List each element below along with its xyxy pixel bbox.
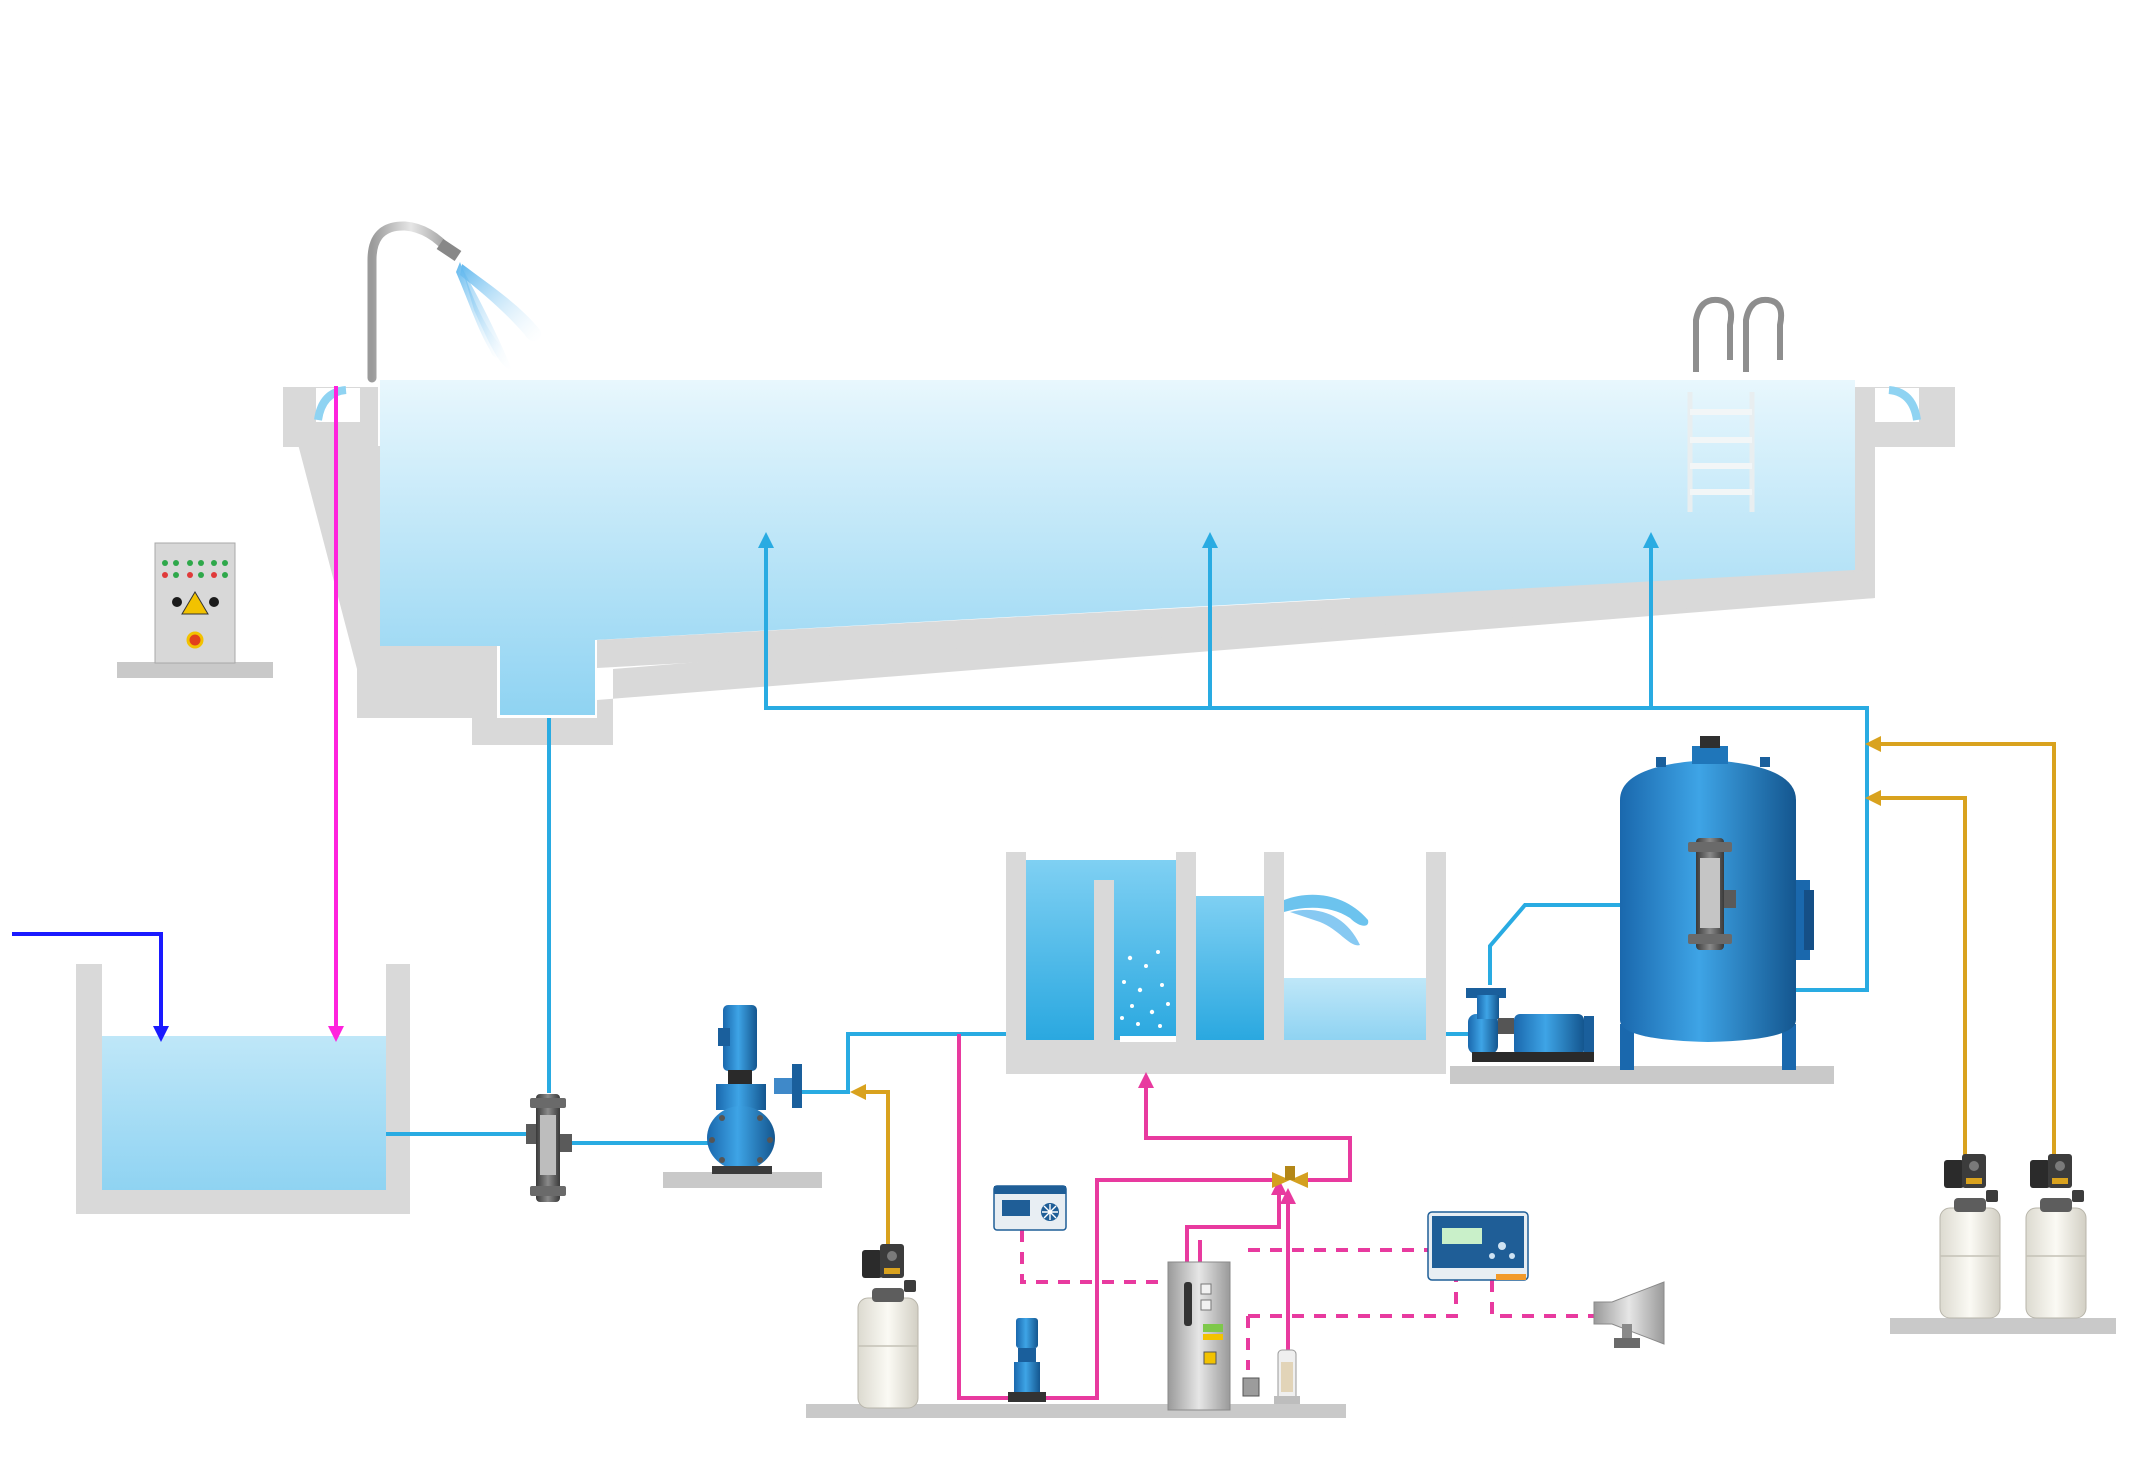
ozone-destructor: [1274, 1349, 1300, 1404]
circulation-pump: [663, 1005, 822, 1188]
ozone-contact-tank: [1006, 852, 1446, 1074]
indicator-lights: [162, 560, 228, 578]
inline-strainer: [526, 1094, 572, 1202]
ozone-injector-icon: [1272, 1166, 1308, 1188]
water-feature: [367, 221, 542, 383]
ozone-booster-pump: [1008, 1318, 1046, 1402]
dosing-lines: [850, 736, 2056, 1275]
signal-lines: [1020, 1230, 1594, 1370]
warning-sign-icon: [181, 591, 209, 615]
balance-tank: [76, 964, 410, 1214]
fresh-water-inlet: [12, 932, 169, 1042]
pool-controller: [1427, 1211, 1529, 1281]
emergency-stop-icon: [186, 631, 204, 649]
ozone-sensor: [1242, 1377, 1260, 1397]
alarm-horn-icon: [1593, 1281, 1665, 1348]
ozone-lines: [957, 1034, 1352, 1400]
ozone-monitor: [993, 1185, 1067, 1231]
filter-valve: [1688, 838, 1736, 950]
ozone-bubbles: [1120, 950, 1170, 1028]
dosing-stations: [857, 1153, 2116, 1409]
booster-pump: [1450, 988, 1834, 1084]
balance-tank-water: [102, 1036, 386, 1190]
pool-basin: [283, 380, 1955, 745]
ozone-generator: [1167, 1261, 1231, 1411]
pool-water: [380, 380, 1855, 715]
sand-filter: [1620, 736, 1814, 1070]
pool-ladder: [1687, 296, 1785, 512]
electrical-cabinet: [117, 542, 273, 678]
